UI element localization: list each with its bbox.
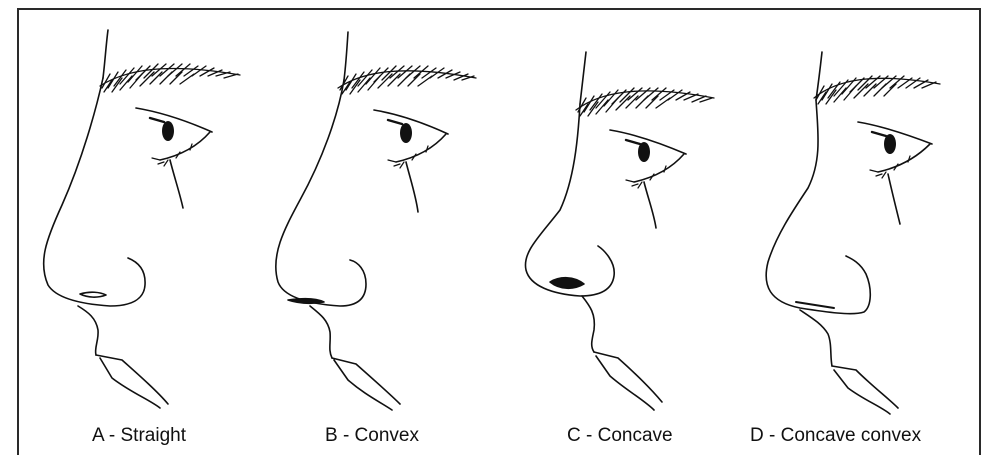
- eye-a: [162, 121, 174, 141]
- caption-a: A - Straight: [92, 425, 186, 447]
- lip-line-c: [582, 296, 594, 352]
- nose-line-d: [766, 100, 870, 314]
- cheek-line-c: [644, 182, 656, 228]
- cheek-line-a: [170, 160, 183, 208]
- lashes-d: [870, 156, 910, 178]
- eye-lid-a: [136, 108, 212, 132]
- eyebrow-d: [814, 76, 940, 104]
- chin-line-c: [594, 352, 662, 410]
- nose-line-c: [525, 104, 614, 296]
- lashes-a: [152, 144, 192, 166]
- eye-b: [400, 123, 412, 143]
- nose-line-a: [44, 78, 145, 306]
- caption-c: C - Concave: [567, 425, 673, 447]
- nostril-b: [288, 299, 324, 304]
- lip-line-d: [800, 310, 832, 366]
- nostril-a: [80, 292, 106, 297]
- chin-line-d: [832, 366, 898, 414]
- profile-a-straight: [44, 30, 240, 408]
- cheek-line-d: [888, 174, 900, 224]
- forehead-line-a: [103, 30, 108, 78]
- lip-line-a: [78, 306, 98, 355]
- cheek-line-b: [406, 162, 418, 212]
- lashes-b: [388, 146, 428, 168]
- nostril-c: [550, 278, 584, 289]
- caption-d: D - Concave convex: [750, 425, 921, 447]
- chin-line-b: [332, 358, 400, 410]
- eyebrow-b: [338, 66, 476, 94]
- lashes-c: [626, 166, 666, 188]
- eyebrow-a: [100, 64, 240, 92]
- nostril-d: [796, 302, 834, 308]
- lip-line-b: [310, 306, 332, 358]
- forehead-line-c: [580, 52, 586, 104]
- profile-c-concave: [525, 52, 714, 410]
- profile-b-convex: [276, 32, 476, 410]
- caption-b: B - Convex: [325, 425, 419, 447]
- profile-d-concave-convex: [766, 52, 940, 414]
- nose-line-b: [276, 80, 366, 306]
- forehead-line-b: [344, 32, 348, 80]
- eyebrow-c: [576, 88, 714, 116]
- chin-line-a: [96, 355, 168, 408]
